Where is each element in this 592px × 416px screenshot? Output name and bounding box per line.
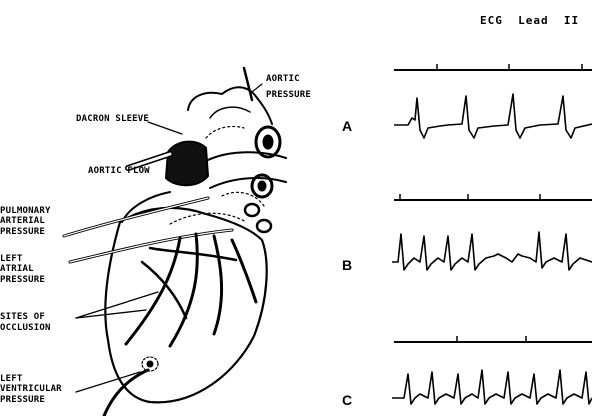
ecg-title: ECG Lead II xyxy=(480,14,579,27)
label-aortic-pressure-1: AORTIC xyxy=(266,74,300,84)
label-left-vent-1: LEFT xyxy=(0,374,22,384)
label-left-atrial-1: LEFT xyxy=(0,254,22,264)
label-pulmonary-1: PULMONARY xyxy=(0,206,51,216)
label-aortic-flow: AORTIC FLOW xyxy=(88,166,150,176)
label-pulmonary-2: ARTERIAL xyxy=(0,216,45,226)
label-left-atrial-3: PRESSURE xyxy=(0,275,45,285)
label-occlusion-1: SITES OF xyxy=(0,312,45,322)
label-dacron-sleeve: DACRON SLEEVE xyxy=(76,114,149,124)
label-aortic-pressure-2: PRESSURE xyxy=(266,90,311,100)
trace-a xyxy=(394,94,592,138)
label-pulmonary-3: PRESSURE xyxy=(0,227,45,237)
label-occlusion-2: OCCLUSION xyxy=(0,323,51,333)
panel-label-b: B xyxy=(342,257,352,273)
label-left-atrial-2: ATRIAL xyxy=(0,264,34,274)
trace-b xyxy=(392,232,592,270)
panel-label-a: A xyxy=(342,118,352,134)
trace-c xyxy=(392,370,592,404)
label-left-vent-2: VENTRICULAR xyxy=(0,384,62,394)
label-left-vent-3: PRESSURE xyxy=(0,395,45,405)
panel-label-c: C xyxy=(342,392,352,408)
